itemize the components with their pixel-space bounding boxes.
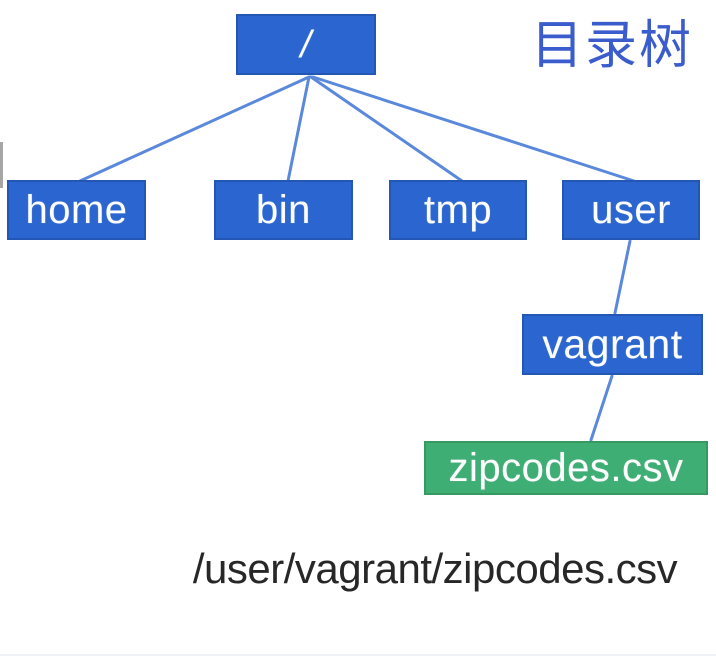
diagram-title: 目录树 <box>531 17 694 75</box>
tree-node-bin-label: bin <box>256 188 311 232</box>
tree-node-tmp-label: tmp <box>423 188 493 232</box>
edge-user-vagrant <box>613 239 632 315</box>
edge-vagrant-zipcodes <box>589 374 614 442</box>
tree-node-home: home <box>7 180 146 240</box>
edge-root-tmp <box>309 75 464 183</box>
bottom-hairline <box>0 654 716 656</box>
tree-node-root-label: / <box>300 23 312 66</box>
left-edge-artifact <box>0 142 3 188</box>
tree-node-bin: bin <box>214 180 353 240</box>
edge-root-bin <box>286 75 311 183</box>
tree-node-tmp: tmp <box>389 180 527 240</box>
edge-root-home <box>78 75 311 183</box>
tree-node-home-label: home <box>25 188 128 232</box>
tree-node-user: user <box>562 180 700 240</box>
file-path-caption: /user/vagrant/zipcodes.csv <box>192 545 678 592</box>
tree-node-user-label: user <box>591 188 671 232</box>
tree-node-zipcodes-csv-label: zipcodes.csv <box>448 446 684 490</box>
edge-root-user <box>311 75 636 183</box>
tree-node-zipcodes-csv: zipcodes.csv <box>424 441 708 495</box>
tree-node-vagrant-label: vagrant <box>542 321 683 367</box>
tree-node-vagrant: vagrant <box>522 314 703 375</box>
tree-node-root: / <box>236 14 376 75</box>
